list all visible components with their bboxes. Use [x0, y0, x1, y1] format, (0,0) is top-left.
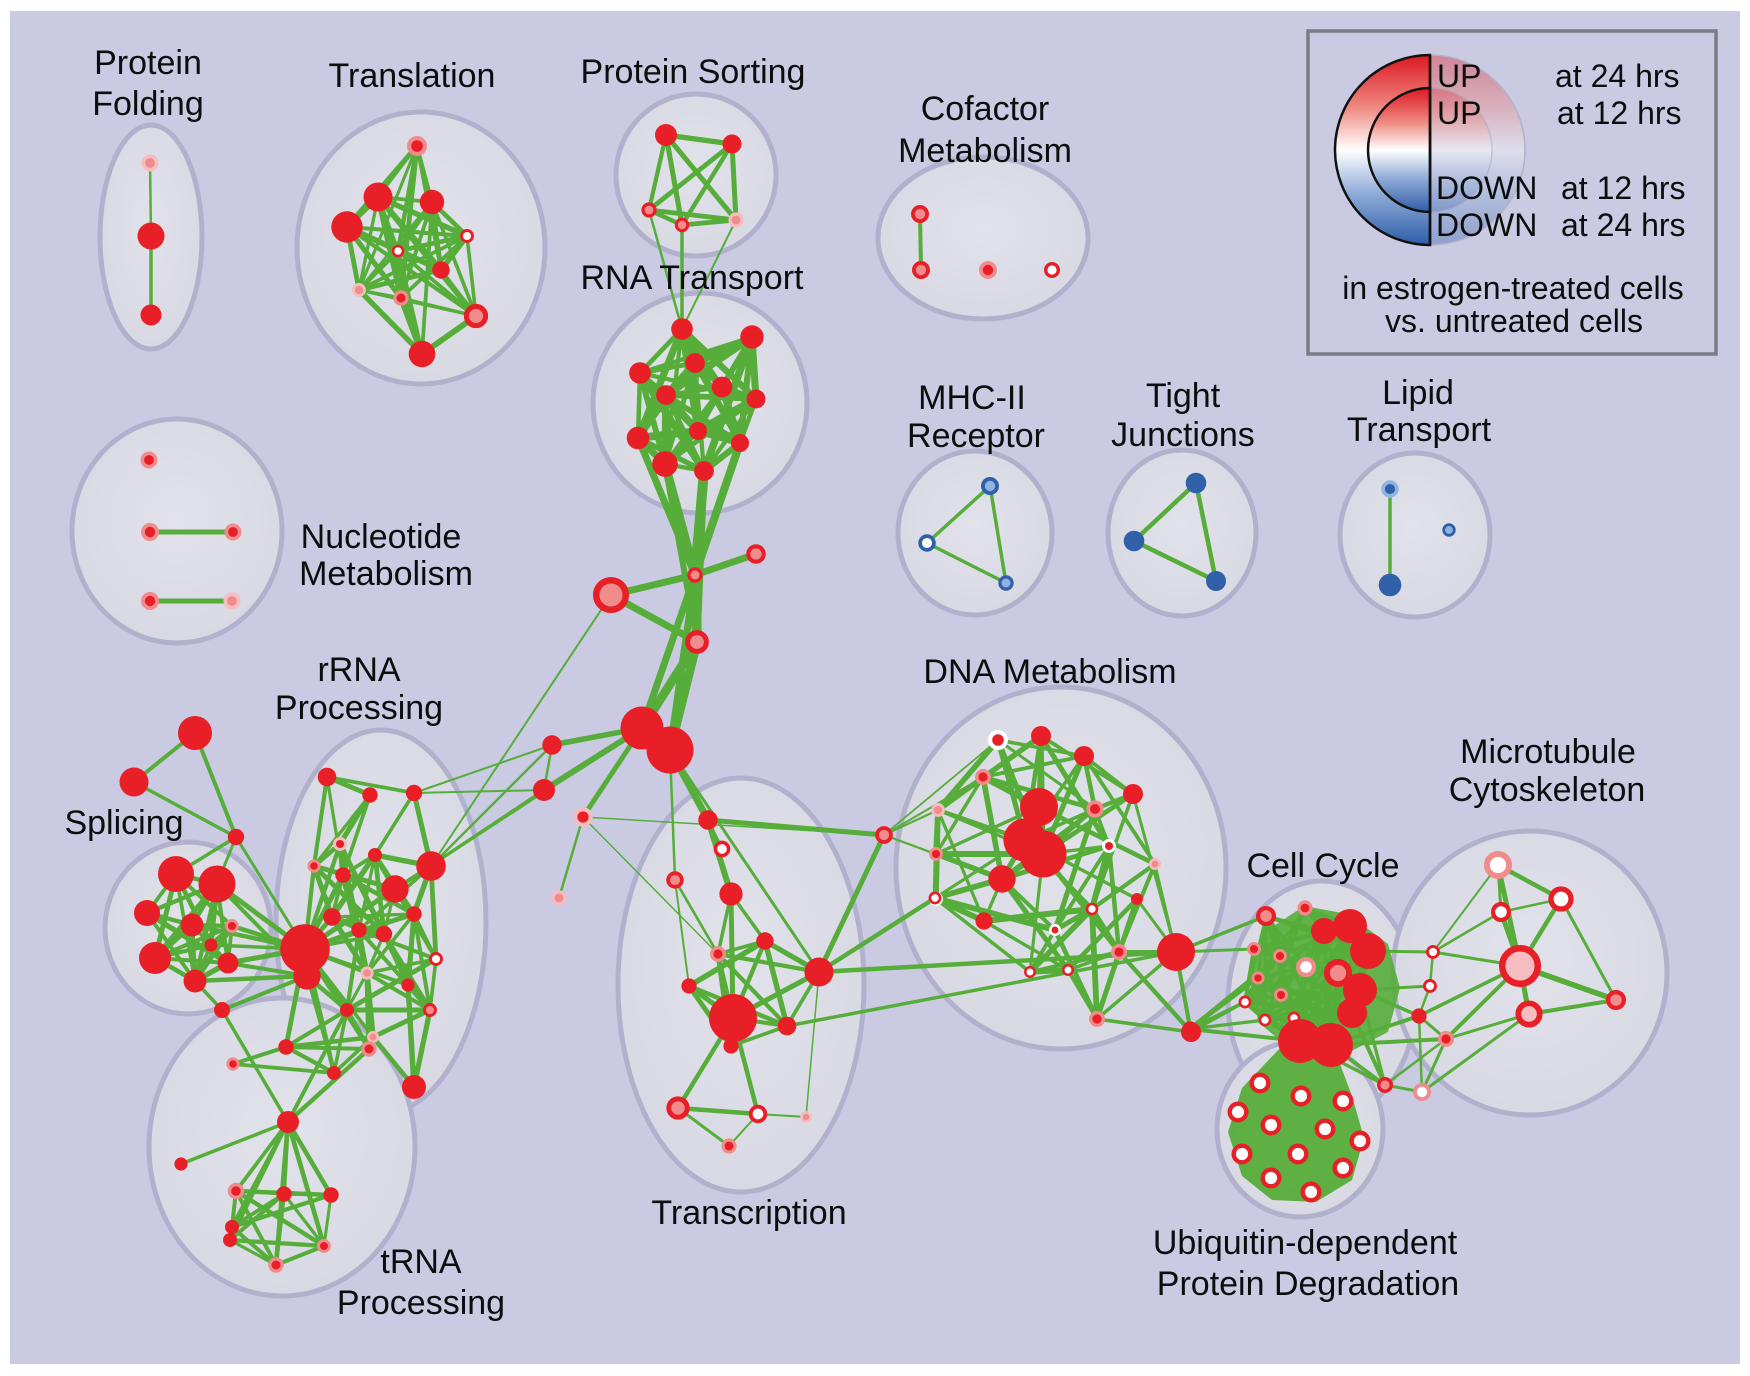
svg-text:Protein Degradation: Protein Degradation — [1157, 1265, 1459, 1303]
svg-text:DOWN: DOWN — [1436, 170, 1537, 206]
svg-text:Receptor: Receptor — [907, 417, 1045, 455]
svg-text:MHC-II: MHC-II — [918, 379, 1026, 417]
svg-text:Ubiquitin-dependent: Ubiquitin-dependent — [1153, 1224, 1458, 1262]
svg-text:Protein: Protein — [94, 44, 202, 82]
svg-text:at 12 hrs: at 12 hrs — [1561, 170, 1686, 206]
svg-text:DOWN: DOWN — [1436, 207, 1537, 243]
svg-text:Transport: Transport — [1347, 411, 1492, 449]
svg-text:Processing: Processing — [337, 1284, 505, 1322]
svg-text:Translation: Translation — [329, 57, 496, 95]
svg-text:DNA Metabolism: DNA Metabolism — [923, 653, 1176, 691]
svg-text:at 12 hrs: at 12 hrs — [1557, 95, 1682, 131]
svg-text:UP: UP — [1437, 95, 1481, 131]
svg-text:Nucleotide: Nucleotide — [301, 518, 462, 556]
svg-text:Cofactor: Cofactor — [921, 90, 1050, 128]
svg-text:Splicing: Splicing — [64, 804, 183, 842]
svg-text:rRNA: rRNA — [317, 651, 400, 689]
svg-text:in estrogen-treated cells: in estrogen-treated cells — [1342, 270, 1684, 306]
svg-text:Metabolism: Metabolism — [299, 555, 473, 593]
svg-text:vs. untreated cells: vs. untreated cells — [1385, 303, 1643, 339]
svg-text:Cytoskeleton: Cytoskeleton — [1449, 771, 1646, 809]
svg-text:tRNA: tRNA — [380, 1243, 462, 1281]
svg-text:Transcription: Transcription — [651, 1194, 846, 1232]
svg-text:at 24 hrs: at 24 hrs — [1555, 58, 1680, 94]
svg-text:RNA Transport: RNA Transport — [581, 259, 805, 297]
svg-text:at 24 hrs: at 24 hrs — [1561, 207, 1686, 243]
svg-text:Folding: Folding — [92, 85, 204, 123]
svg-text:Lipid: Lipid — [1382, 374, 1454, 412]
svg-text:Tight: Tight — [1146, 377, 1221, 415]
svg-text:Cell Cycle: Cell Cycle — [1246, 847, 1399, 885]
svg-text:Processing: Processing — [275, 689, 443, 727]
svg-text:Junctions: Junctions — [1111, 416, 1255, 454]
svg-text:Protein Sorting: Protein Sorting — [581, 53, 806, 91]
svg-text:Metabolism: Metabolism — [898, 132, 1072, 170]
svg-text:Microtubule: Microtubule — [1460, 733, 1636, 771]
svg-text:UP: UP — [1437, 58, 1481, 94]
